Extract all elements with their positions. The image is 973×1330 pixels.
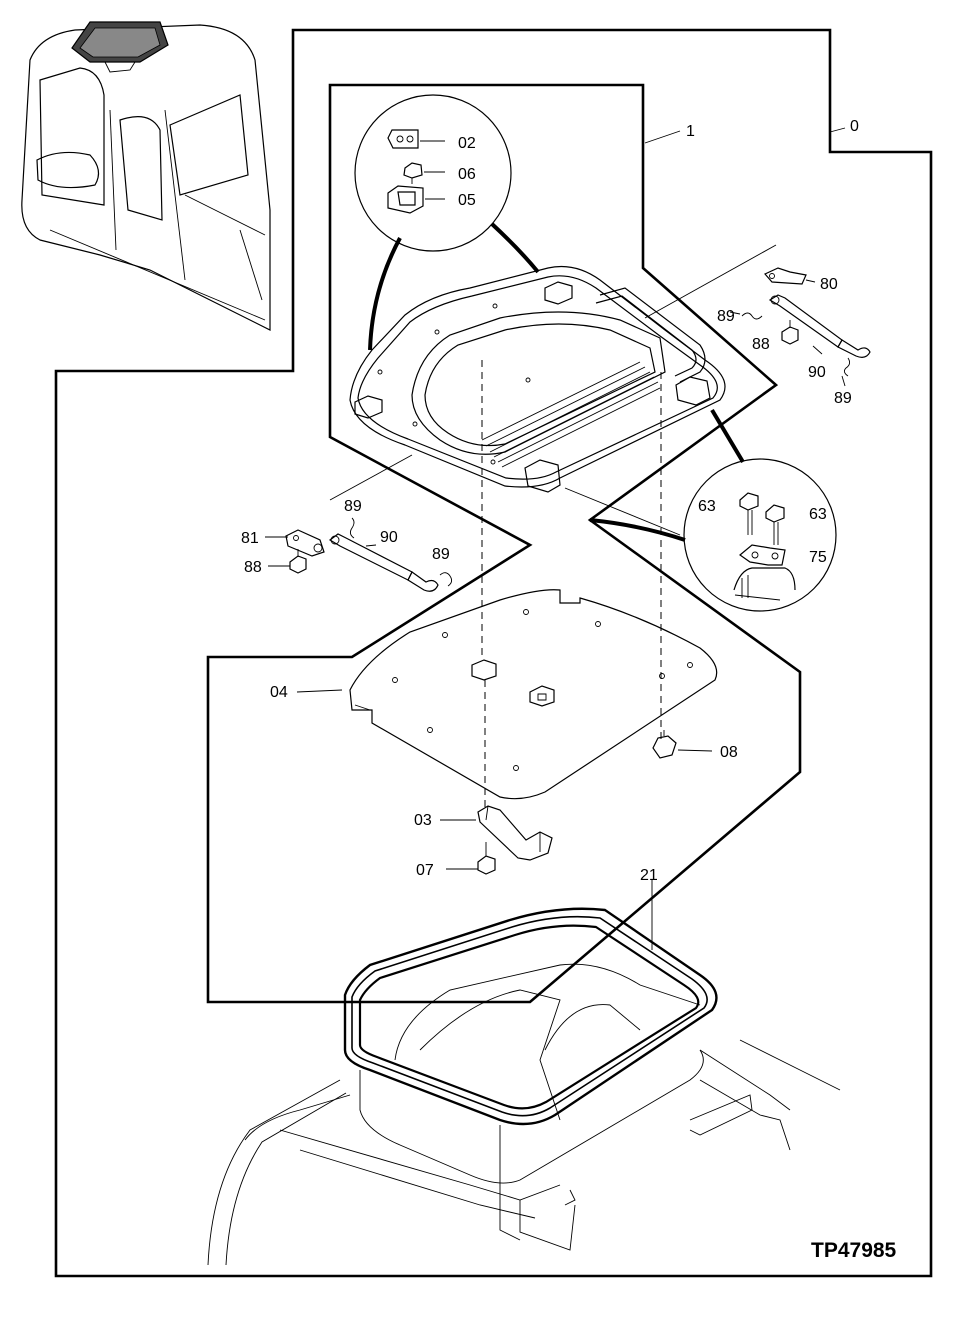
part-02-bracket [387, 129, 445, 149]
seal-21 [343, 880, 718, 1126]
callout-81: 81 [241, 530, 259, 547]
detail-circle-hinge-parts [589, 408, 837, 612]
callout-89-lower-right: 89 [432, 546, 450, 563]
roof-hatch-frame [349, 265, 726, 493]
screw-07 [446, 842, 496, 875]
detail-arrow-left [368, 237, 402, 351]
callout-89-upper-right: 89 [834, 390, 852, 407]
callout-0-leader [829, 127, 846, 133]
callout-labels: 0 1 02 06 05 80 89 88 90 89 63 63 75 89 … [241, 118, 859, 884]
strut-axis-line-lower [329, 454, 413, 501]
callout-0: 0 [850, 118, 859, 135]
callout-88-upper: 88 [752, 336, 770, 353]
callout-1-leader [644, 130, 681, 144]
callout-63-left: 63 [698, 498, 716, 515]
callout-06: 06 [458, 166, 476, 183]
hinge-detail-leader-line [564, 487, 681, 536]
callout-08: 08 [720, 744, 738, 761]
callout-04: 04 [270, 684, 288, 701]
lower-strut-group [265, 517, 453, 592]
callout-03: 03 [414, 812, 432, 829]
detail-arrow-upper [710, 408, 745, 464]
detail-arrow-right [490, 222, 540, 274]
callout-89-lower-top: 89 [344, 498, 362, 515]
figure-id: TP47985 [811, 1239, 897, 1262]
strut-axis-line-upper [644, 244, 777, 319]
callout-21: 21 [640, 867, 658, 884]
cab-roof-outline [207, 963, 841, 1266]
callout-90-upper: 90 [808, 364, 826, 381]
callout-80: 80 [820, 276, 838, 293]
callout-89-upper-left: 89 [717, 308, 735, 325]
detail-arrow-lower [589, 518, 686, 542]
callout-1: 1 [686, 123, 695, 140]
callout-75: 75 [809, 549, 827, 566]
part-05-cover [387, 185, 445, 214]
handle-03 [440, 805, 553, 861]
callout-88-lower: 88 [244, 559, 262, 576]
upper-strut-group [729, 267, 871, 387]
nut-08 [652, 730, 713, 759]
callout-63-right: 63 [809, 506, 827, 523]
assembly-0-frame [54, 28, 933, 1278]
callout-05: 05 [458, 192, 476, 209]
part-06-screw [403, 162, 445, 184]
callout-07: 07 [416, 862, 434, 879]
base-plate-04 [296, 589, 718, 800]
cab-locator-thumbnail [21, 21, 271, 331]
assembly-1-frame [206, 83, 802, 1004]
callout-90-lower: 90 [380, 529, 398, 546]
detail-circle-handle-parts [354, 94, 540, 351]
callout-02: 02 [458, 135, 476, 152]
